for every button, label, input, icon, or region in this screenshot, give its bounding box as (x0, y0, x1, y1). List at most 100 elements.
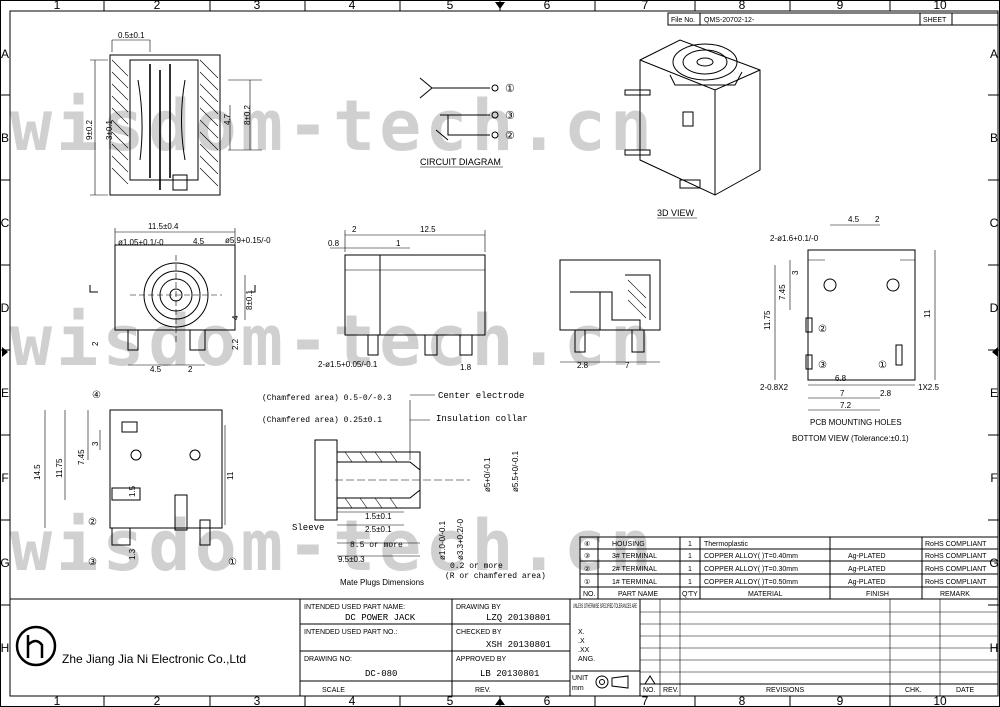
tol-xx: .X (578, 638, 585, 645)
plug-sleeve: Sleeve (292, 523, 324, 533)
watermark-row-1: wisdom-tech.cn (10, 85, 656, 167)
drawn-by-value: LZQ 20130801 (486, 613, 551, 623)
bom-row-1-name: 1# TERMINAL (612, 579, 657, 586)
scale-label: SCALE (322, 687, 345, 694)
plug-phi-1.0: ø1.0-0/-0.1 (438, 520, 447, 560)
rev-header-revisions: REVISIONS (766, 687, 804, 694)
mate-plugs-title: Mate Plugs Dimensions (340, 578, 424, 587)
plug-note-chamfered: (R or chamfered area) (445, 572, 546, 581)
dim-pcb-7.2: 7.2 (840, 401, 852, 410)
col-label-7: 7 (642, 0, 649, 12)
col-label-3-bottom: 3 (254, 694, 261, 707)
bill-of-materials: ④ HOUSING 1 Thermoplastic RoHS COMPLIANT… (579, 536, 999, 600)
col-label-6-bottom: 6 (544, 694, 551, 707)
bom-row-1-remark: RoHS COMPLIANT (925, 579, 987, 586)
row-label-B-right: B (990, 131, 998, 145)
plug-phi-5: ø5+0/-0.1 (483, 457, 492, 492)
row-label-G: G (0, 556, 9, 570)
row-label-C-right: C (990, 216, 999, 230)
projection-symbol (595, 675, 629, 689)
checked-by-label: CHECKED BY (456, 629, 502, 636)
dim-bot-11: 11 (226, 471, 235, 480)
dim-bot-1.5: 1.5 (128, 485, 137, 497)
rev-header-rev: REV. (663, 687, 679, 694)
bom-header-qty: Q'TY (682, 591, 698, 598)
bom-header-finish: FINISH (866, 591, 889, 598)
row-label-D: D (1, 301, 10, 315)
front-view: 11.5±0.4 ø1.05+0.1/-0 4.5 ø5.9+0.15/-0 8… (89, 222, 271, 374)
dim-pcb-6.8: 6.8 (835, 374, 847, 383)
col-label-2-bottom: 2 (154, 694, 161, 707)
circuit-diagram: ① ③ ② CIRCUIT DIAGRAM (419, 77, 515, 168)
dim-side-1.8: 1.8 (460, 363, 472, 372)
row-label-B: B (1, 131, 9, 145)
3d-view: 3D VIEW (624, 39, 761, 219)
bottom-part-1: ① (228, 557, 237, 568)
dim-top-0.5: 0.5±0.1 (118, 31, 145, 40)
dim-pcb-2.8: 2.8 (880, 389, 892, 398)
rear-view: 2.8 7 (559, 259, 661, 370)
dim-front-4.5: 4.5 (193, 237, 205, 246)
dim-side-0.8: 0.8 (328, 239, 340, 248)
bom-row-4-qty: 1 (688, 541, 692, 548)
3d-view-title: 3D VIEW (657, 208, 695, 218)
col-label-4-bottom: 4 (349, 694, 356, 707)
bottom-part-4: ④ (92, 390, 101, 401)
dim-pcb-11.75: 11.75 (763, 310, 772, 330)
dim-pcb-7.45: 7.45 (778, 284, 787, 300)
file-no-value: QMS-20702-12- (704, 17, 755, 24)
dim-front-11.5: 11.5±0.4 (148, 222, 179, 231)
checked-by-value: XSH 20130801 (486, 640, 551, 650)
circuit-diagram-title: CIRCUIT DIAGRAM (420, 157, 501, 167)
tolerance-label: UNLESS OTHERWISE SPECIFIED TOLERANCES AR… (573, 604, 637, 610)
col-label-6: 6 (544, 0, 551, 12)
col-label-5: 5 (447, 0, 454, 12)
bom-row-1-qty: 1 (688, 579, 692, 586)
row-label-G-right: G (989, 556, 998, 570)
col-label-4: 4 (349, 0, 356, 12)
bom-row-3-remark: RoHS COMPLIANT (925, 553, 987, 560)
bom-row-4-material: Thermoplastic (704, 541, 748, 548)
col-label-2: 2 (154, 0, 161, 12)
dim-rear-7: 7 (625, 361, 630, 370)
pcb-pin-3: ③ (818, 360, 827, 371)
plug-insulation-collar: Insulation collar (436, 414, 528, 424)
bottom-part-2: ② (88, 517, 97, 528)
bom-row-2-material: COPPER ALLOY( )T=0.30mm (704, 566, 798, 573)
bom-row-2-name: 2# TERMINAL (612, 566, 657, 573)
col-label-7-bottom: 7 (642, 694, 649, 707)
dim-front-2.2: 2.2 (231, 338, 240, 350)
part-name-value: DC POWER JACK (345, 613, 416, 623)
row-label-H: H (1, 641, 10, 655)
row-label-E-right: E (990, 386, 998, 400)
tol-x: X. (578, 629, 585, 636)
bom-header-no: NO. (583, 591, 596, 598)
dim-top-9: 9±0.2 (85, 119, 94, 140)
drawn-by-label: DRAWING BY (456, 604, 501, 611)
rev-header-chk: CHK. (905, 687, 922, 694)
circuit-pin-3: ③ (505, 110, 515, 122)
bom-row-2-finish: Ag-PLATED (848, 566, 886, 573)
plug-chamfer-0.25: (Chamfered area) 0.25±0.1 (262, 416, 382, 425)
dim-top-4.7: 4.7 (223, 113, 232, 125)
watermark-row-2: wisdom-tech.cn (10, 300, 656, 382)
dim-bot-1.3: 1.3 (128, 548, 137, 560)
dim-front-4.5b: 4.5 (150, 365, 162, 374)
plug-note-or-more: 0.2 or more (450, 562, 503, 571)
bom-row-2-qty: 1 (688, 566, 692, 573)
side-view: 2 12.5 0.8 1 2-ø1.5+0.05/-0.1 1.8 (318, 225, 486, 372)
col-label-9: 9 (837, 0, 844, 12)
col-label-1-bottom: 1 (54, 694, 61, 707)
part-name-label: INTENDED USED PART NAME: (304, 604, 405, 611)
col-label-8-bottom: 8 (739, 694, 746, 707)
circuit-pin-2: ② (505, 130, 515, 142)
bom-row-2-remark: RoHS COMPLIANT (925, 566, 987, 573)
bottom-view-title: BOTTOM VIEW (Tolerance:±0.1) (792, 434, 909, 443)
pcb-holes-title: PCB MOUNTING HOLES (810, 418, 902, 427)
col-label-8: 8 (739, 0, 746, 12)
bom-header-part-name: PART NAME (618, 591, 658, 598)
bom-row-3-name: 3# TERMINAL (612, 553, 657, 560)
bom-row-2-no: ② (584, 565, 590, 573)
bom-row-4-no: ④ (584, 540, 590, 548)
pcb-pin-1: ① (878, 360, 887, 371)
